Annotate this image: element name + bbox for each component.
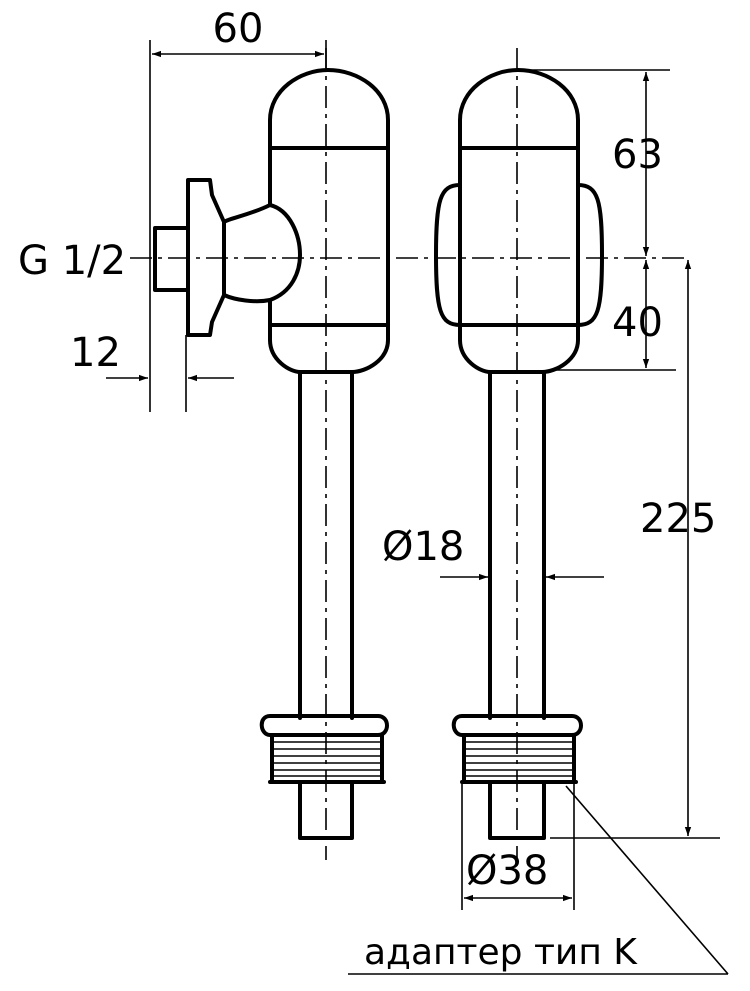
side-connector-spigot (153, 226, 190, 292)
side-dome-cap (268, 68, 390, 150)
dim-label-d38: Ø38 (466, 848, 548, 894)
dim-adapter-38: Ø38 (461, 782, 575, 910)
dim-pipe-18: Ø18 (382, 524, 604, 581)
dim-label-60: 60 (213, 6, 264, 52)
front-adapter-flange (451, 714, 583, 737)
dim-label-63: 63 (612, 132, 663, 178)
front-view (434, 48, 604, 860)
dim-label-225: 225 (640, 496, 716, 542)
side-adapter-flange (259, 714, 389, 737)
front-adapter-ribs (460, 733, 578, 784)
side-boss (222, 203, 302, 304)
dim-cap-63: 63 (518, 69, 670, 256)
front-dome-cap (458, 68, 580, 150)
adapter-callout: адаптер тип K (348, 785, 729, 975)
dim-label-d18: Ø18 (382, 524, 464, 570)
dim-label-12: 12 (70, 330, 121, 376)
front-pipe (488, 370, 546, 720)
dim-label-40: 40 (612, 300, 663, 346)
dim-body-40: 40 (550, 260, 676, 371)
side-upper-body (268, 146, 390, 327)
side-pipe (298, 370, 354, 720)
dim-width-60: 60 (149, 6, 327, 412)
front-lower-body (458, 323, 580, 374)
front-left-lobe (434, 183, 462, 327)
front-right-lobe (576, 183, 604, 327)
front-upper-body (458, 146, 580, 327)
dim-total-225: 225 (550, 260, 720, 839)
side-view (153, 48, 390, 860)
dim-label-thread: G 1/2 (18, 238, 126, 284)
side-lower-body (268, 323, 390, 374)
adapter-callout-label: адаптер тип K (364, 932, 638, 973)
dim-length-12: 12 (70, 330, 234, 412)
side-adapter-ribs (268, 733, 386, 784)
